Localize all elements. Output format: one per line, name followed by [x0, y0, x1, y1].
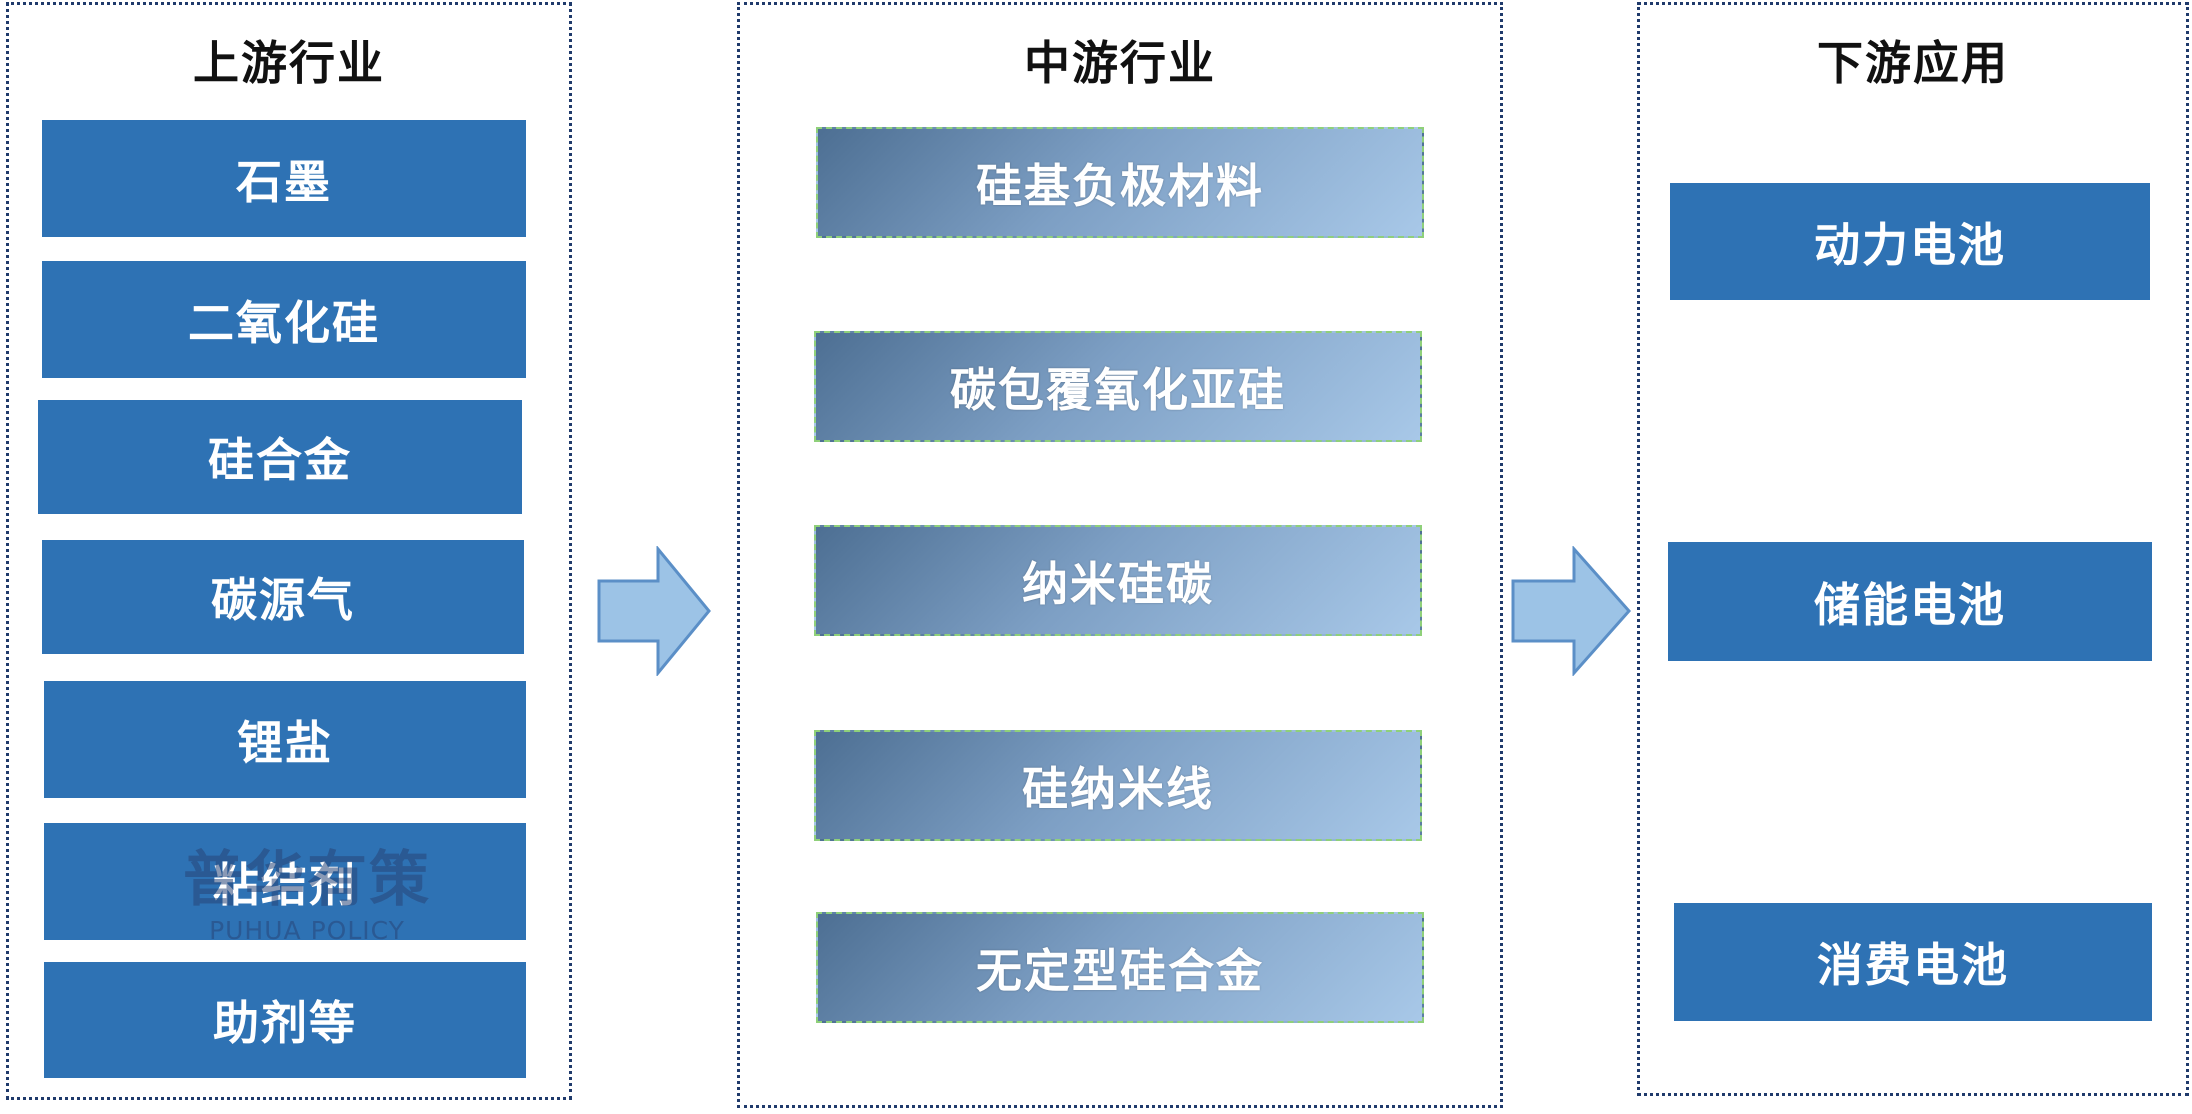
- midstream-item: 无定型硅合金: [816, 912, 1424, 1023]
- midstream-item: 纳米硅碳: [814, 525, 1422, 636]
- upstream-item: 二氧化硅: [42, 261, 526, 378]
- upstream-item: 粘结剂: [44, 823, 526, 940]
- downstream-title: 下游应用: [1817, 36, 2009, 90]
- flow-arrow-icon: [1511, 546, 1632, 676]
- upstream-item: 硅合金: [38, 400, 522, 514]
- upstream-item: 石墨: [42, 120, 526, 237]
- upstream-title: 上游行业: [193, 36, 385, 90]
- flow-arrow-icon: [597, 546, 711, 676]
- midstream-title: 中游行业: [1024, 36, 1216, 90]
- midstream-item: 硅基负极材料: [816, 127, 1424, 238]
- downstream-item: 消费电池: [1674, 903, 2152, 1021]
- midstream-item: 碳包覆氧化亚硅: [814, 331, 1422, 442]
- upstream-item: 助剂等: [44, 962, 526, 1078]
- downstream-item: 动力电池: [1670, 183, 2150, 300]
- upstream-item: 碳源气: [42, 540, 524, 654]
- midstream-item: 硅纳米线: [814, 730, 1422, 841]
- upstream-item: 锂盐: [44, 681, 526, 798]
- downstream-item: 储能电池: [1668, 542, 2152, 661]
